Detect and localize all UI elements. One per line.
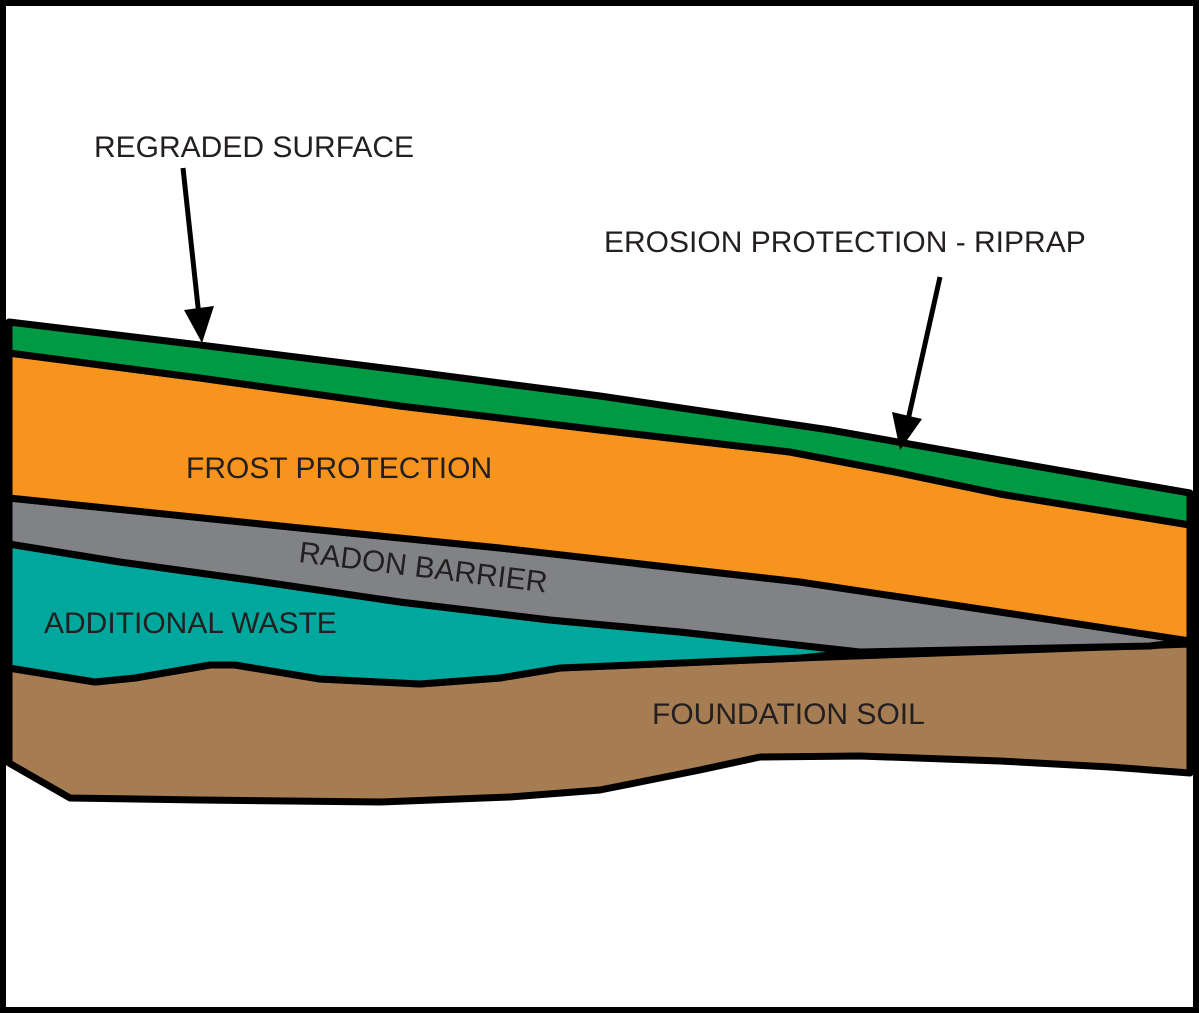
erosion-protection-arrowhead [892,412,922,450]
regraded-surface-arrow [180,167,214,343]
additional-waste-label: ADDITIONAL WASTE [44,607,337,640]
erosion-protection-layer [5,318,1194,529]
foundation-soil-label: FOUNDATION SOIL [652,698,925,731]
erosion-protection-arrow [892,276,943,450]
erosion-protection-label: EROSION PROTECTION - RIPRAP [604,226,1086,259]
regraded-surface-arrowhead [184,306,214,343]
frost-protection-label: FROST PROTECTION [186,452,492,485]
regraded-surface-label: REGRADED SURFACE [94,131,414,164]
